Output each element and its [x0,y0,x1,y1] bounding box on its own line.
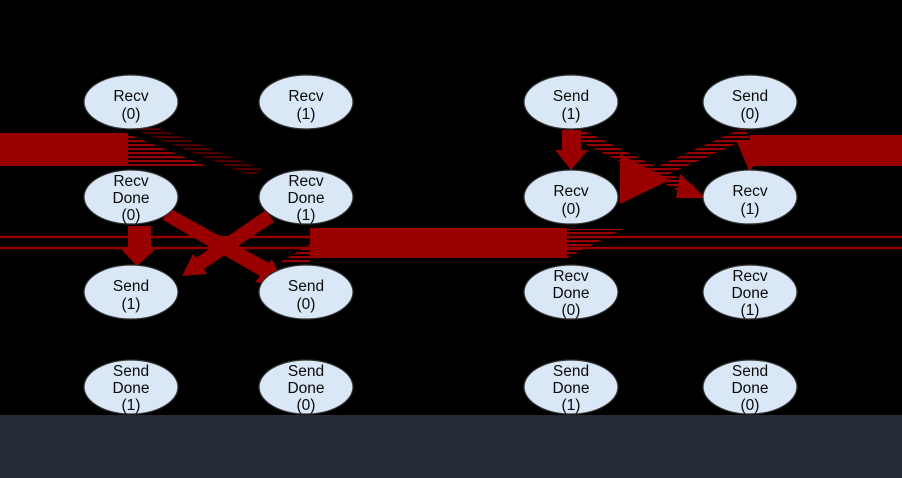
arrow-west-band-fringe [128,134,206,166]
node-label: Recv(1) [288,88,324,123]
node-ellipse [258,359,354,415]
node-ellipse [83,264,179,320]
node-label: Send(0) [732,88,768,123]
graph-node-send-0: Send(0) [702,74,798,130]
arrow-recvdone0-to-send1-arrow [119,226,158,266]
arrow-send1-to-recv0-arrow [555,130,588,170]
node-ellipse [83,359,179,415]
bottom-bar [0,415,902,478]
node-ellipse [702,264,798,320]
node-label: Recv(1) [732,183,768,218]
graph-node-send-1: Send(1) [523,74,619,130]
node-ellipse [258,74,354,130]
graph-node-recv-1: Recv(1) [702,169,798,225]
arrow-right-cross-arrowhead [620,154,670,204]
node-label: Send(1) [113,278,149,313]
arrow-west-inbound-band [0,133,128,166]
graph-node-recv-0: Recv(0) [523,169,619,225]
node-label: Recv(0) [553,183,589,218]
arrow-mid-band-left-fringe [279,244,310,263]
node-ellipse [83,169,179,225]
node-ellipse [702,169,798,225]
graph-node-send-1: Send(1) [83,264,179,320]
node-label: Recv(0) [113,88,149,123]
node-label: Send(1) [553,88,589,123]
node-ellipse [702,359,798,415]
node-ellipse [258,264,354,320]
node-ellipse [523,74,619,130]
arrow-send1-to-recv1-arrowhead [676,174,706,198]
arrow-send0-to-recv0-shaft [634,127,749,188]
graph-node-send-0: Send(0) [258,264,354,320]
node-ellipse [523,264,619,320]
arrow-mid-band-right-fringe [567,229,623,258]
graph-node-recv-0: Recv(0) [83,74,179,130]
node-ellipse [83,74,179,130]
node-ellipse [258,169,354,225]
arrow-east-inbound-band [750,135,902,166]
node-ellipse [523,169,619,225]
graph-node-recv-1: Recv(1) [258,74,354,130]
node-ellipse [702,74,798,130]
node-ellipse [523,359,619,415]
arrow-east-band-arrowhead [736,140,764,173]
arrow-recvdone1-to-send1-arrow [182,210,274,276]
node-label: Send(0) [288,278,324,313]
arrow-mid-band [310,228,567,258]
arrow-recv0-to-recvdone1-faint [136,122,262,177]
